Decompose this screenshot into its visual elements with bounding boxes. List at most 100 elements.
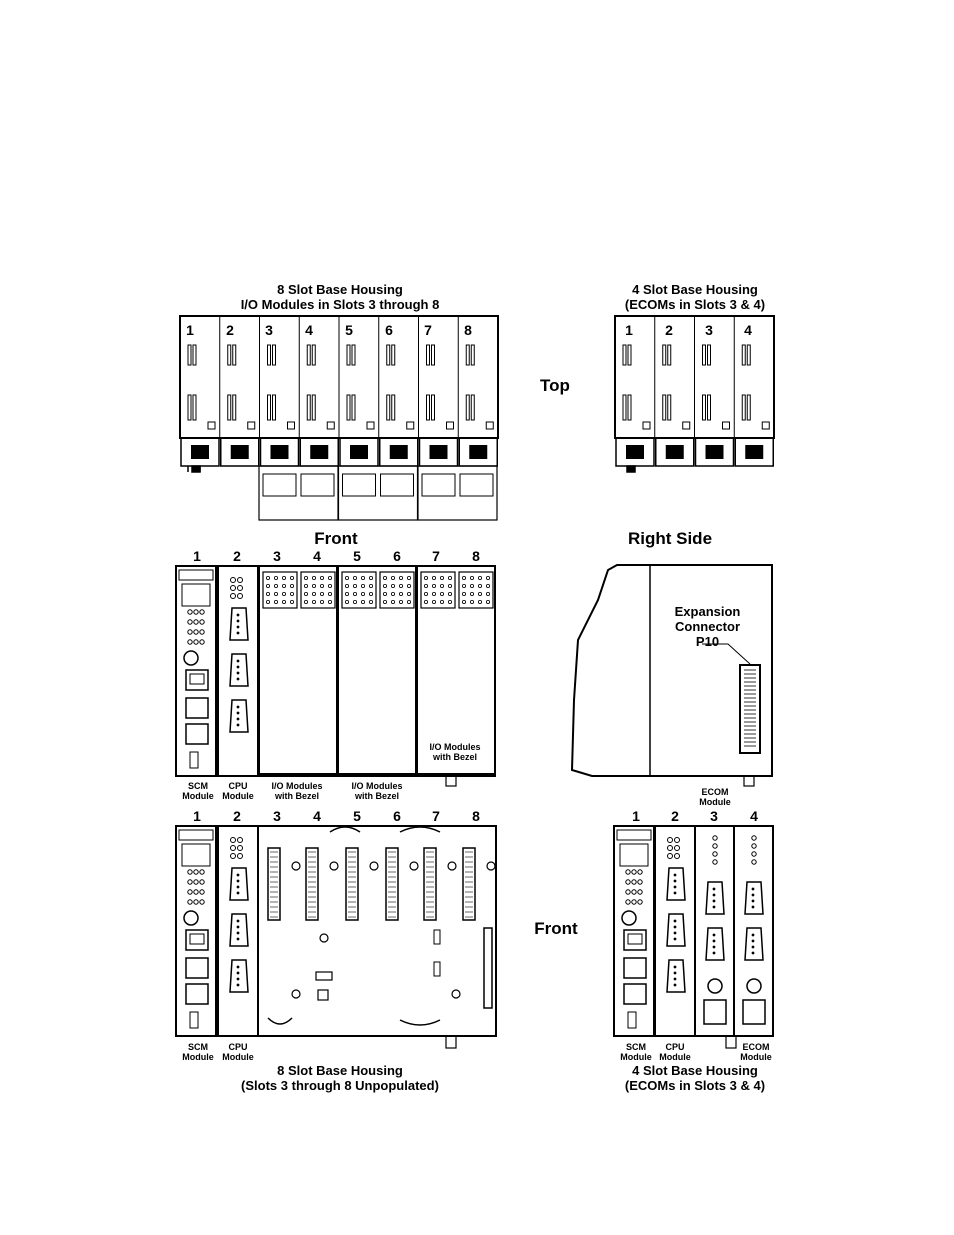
top8-bezel-window [459,473,494,497]
top8-slot-slit [232,344,237,366]
bot-scm-io-terminal [185,983,209,1005]
mid-io1-line1: I/O Modules [271,781,323,791]
top8-slot-slit [187,344,192,366]
top8-slot-slit [346,394,351,421]
bot8-mount-screw [369,861,379,871]
mid-io-terminal [458,571,494,609]
mid-io-terminal-pin [303,584,308,589]
bot4-ecom-port-2-pin [712,933,716,937]
bot4-ecom-port-2-pin [712,945,716,949]
bot4-cpu-port-c2 [666,913,686,947]
mid-io-terminal [262,571,298,609]
io-bezel-inside-line1: I/O Modules [429,742,481,752]
bot4-scm-dip-switch [627,1011,637,1029]
mid-scm-dip-switch [189,751,199,769]
mid-io-terminal-pin [406,592,411,597]
bot-scm-led [199,879,205,885]
top8-slot-slit [267,394,271,421]
mid-cpu-port-c3-pin [236,705,240,709]
mid-io-terminal-pin [398,600,403,605]
top8-slot-notch [287,421,295,430]
mid-io-terminal-pin [382,576,387,581]
mid-io1-label: I/O Modules with Bezel [258,781,336,802]
mid-io-terminal-pin [431,600,436,605]
bot-cpu-port-c2-pin [236,931,240,935]
mid-scm-label: SCM Module [176,781,220,802]
mid-cpu-led-r [230,577,236,583]
top4-slot-slit [627,344,632,366]
top8-slot-3-number: 3 [265,322,273,338]
mid-io-terminal-pin [461,584,466,589]
bot4-ecom-radio-jack [746,978,762,994]
bot4-cpu-port-c3-pin [673,971,677,975]
io-bezel-inside-line2: with Bezel [432,751,477,762]
bot4-ecom-body [733,825,774,1037]
mid-io-terminal-pin [352,600,357,605]
top8-slot-slit [386,344,391,366]
mid-io-terminal-pin [423,600,428,605]
mid-io-terminal-pin [273,584,278,589]
mid-io-terminal-pin [447,576,452,581]
bot8-mount-screw [447,861,457,871]
top4-slot-1-number: 1 [625,322,633,338]
top8-connector-latch [469,445,488,459]
bot-scm-body [175,825,217,1037]
bot4-scm-logo [619,843,649,867]
top4-connector-block [655,437,695,467]
mid-io-terminal-pin [423,576,428,581]
top-8slot-title-line1: 8 Slot Base Housing [277,282,403,297]
bot4-ecom-ethernet [703,999,727,1025]
top8-slot-slit [470,394,475,421]
bot-scm-led [187,889,193,895]
top8-slot-slit [431,344,435,366]
top-4slot-title-line2: (ECOMs in Slots 3 & 4) [624,296,766,312]
mid-io-terminal-pin [360,576,365,581]
middle-front-label: Front [314,529,358,548]
mid-io-terminal-pin [311,592,316,597]
bot4-scm-io-terminal [623,983,647,1005]
top4-slot-slit [702,344,706,366]
mid-io-bezel [258,565,338,775]
bot8-backplane-connector [385,847,399,921]
bot-scm-ethernet-inner [189,933,205,945]
bot4-ecom-port-1-pin [751,887,755,891]
mid-cpu-led-t [237,585,243,591]
bot-scm-logo [181,843,211,867]
mid-io-terminal-pin [289,576,294,581]
mid-io-terminal-pin [485,600,490,605]
bot8-slot-4-number: 4 [313,808,321,824]
top4-slot-notch [642,421,651,430]
top8-slot-notch [406,421,415,430]
mid-io-terminal-pin [344,576,349,581]
mid-io-terminal-pin [273,576,278,581]
top8-slot-slit [465,344,470,366]
mid8-slot-5-number: 5 [353,548,361,564]
mid-cpu-label: CPU Module [216,781,260,802]
bot4-scm-brand [616,829,652,841]
top8-slot-notch [207,421,216,430]
caption-4slot: 4 Slot Base Housing (ECOMs in Slots 3 & … [600,1063,790,1094]
mid-io-terminal-pin [390,600,395,605]
mid-cpu-led-r [230,593,236,599]
bot4-cpu-line1: CPU [665,1042,685,1052]
mid-io-terminal-pin [382,584,387,589]
top8-connector-latch [191,445,209,459]
top8-connector-latch [350,445,368,459]
top4-slot-slit [741,344,746,366]
top8-slot-slit [426,344,430,366]
bot-cpu-led-t [237,837,243,843]
top8-bezel-window [380,473,414,497]
top8-slot-slit [306,394,311,421]
mid-scm-brand [178,569,214,581]
top8-slot-slit [272,344,276,366]
bot-cpu-port-c2-pin [236,919,240,923]
mid-cpu-led-t [237,577,243,583]
bot-cpu-led-t [237,853,243,859]
bot-cpu-port-c3-pin [236,977,240,981]
mid-scm-ethernet-inner [189,673,205,685]
bot8-component [433,961,441,977]
bot8-fuse [315,971,333,981]
bot8-slot-8-number: 8 [472,808,480,824]
mid-io-terminal-pin [461,576,466,581]
mid-cpu-port-c2-pin [236,671,240,675]
